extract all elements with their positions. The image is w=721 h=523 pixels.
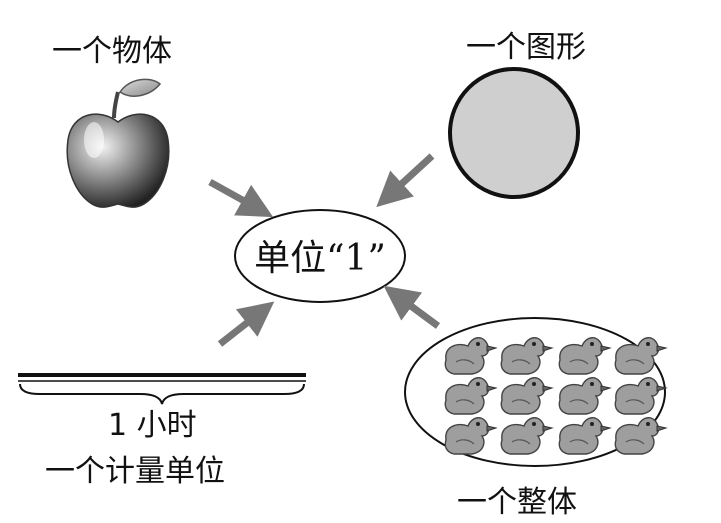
- center-text: 单位“1”: [254, 238, 386, 279]
- duck-icon: [444, 377, 498, 415]
- arrow-from-shape: [376, 153, 435, 208]
- duck-icon: [500, 337, 554, 375]
- duck-icon: [614, 417, 668, 455]
- whole-label: 一个整体: [457, 485, 577, 520]
- duck-group: [444, 337, 668, 455]
- measure-value-label: 1 小时: [108, 408, 197, 443]
- duck-icon: [614, 377, 668, 415]
- duck-icon: [558, 417, 612, 455]
- circle-shape: [448, 67, 580, 199]
- duck-icon: [614, 337, 668, 375]
- arrows: [208, 153, 441, 347]
- shape-label: 一个图形: [466, 30, 586, 65]
- arrow-from-measure: [217, 301, 275, 347]
- line-segment-brace: [18, 373, 306, 405]
- apple-icon: [66, 78, 170, 208]
- arrow-from-whole: [383, 285, 441, 329]
- center-oval: [234, 209, 406, 303]
- measure-label: 一个计量单位: [45, 454, 225, 489]
- duck-icon: [500, 417, 554, 455]
- arrow-from-object: [208, 178, 274, 218]
- duck-icon: [558, 377, 612, 415]
- duck-icon: [444, 417, 498, 455]
- duck-icon: [558, 337, 612, 375]
- duck-icon: [444, 337, 498, 375]
- object-label: 一个物体: [52, 34, 172, 69]
- duck-icon: [500, 377, 554, 415]
